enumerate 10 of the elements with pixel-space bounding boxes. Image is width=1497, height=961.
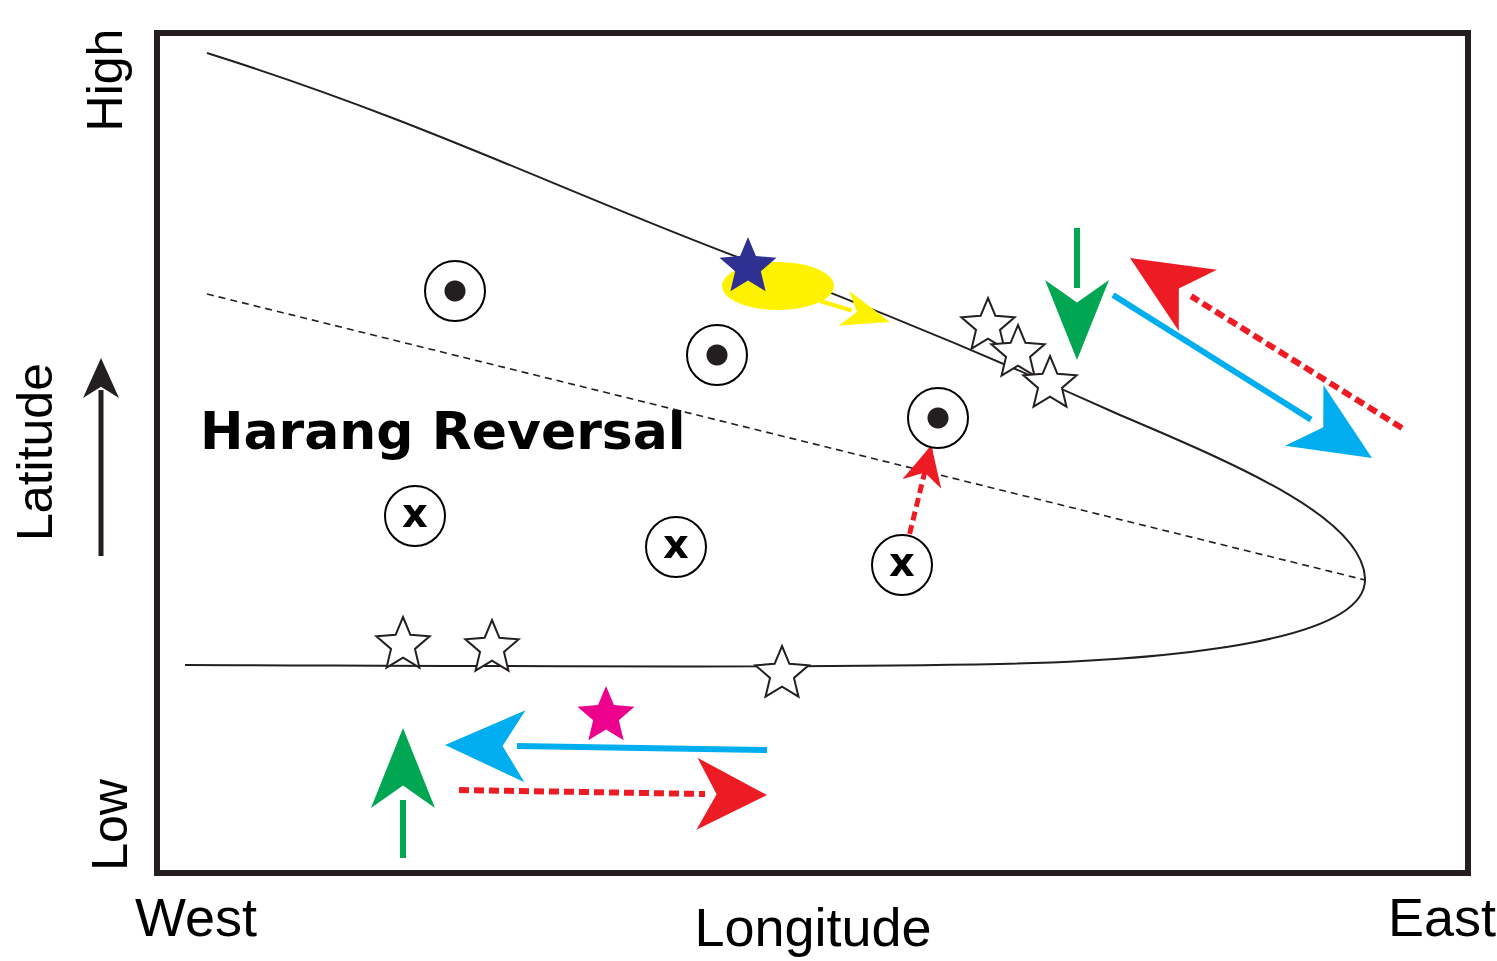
symbol-label: x (889, 542, 915, 582)
axis-end-label: Low (85, 779, 135, 871)
axis-end-label: East (1388, 890, 1497, 944)
arrow (902, 445, 942, 535)
axis-title: Latitude (10, 363, 60, 541)
symbol-label: x (663, 524, 689, 564)
axis-end-label: West (135, 890, 258, 944)
crossed-circle-symbol (384, 485, 446, 547)
symbol-label: x (402, 493, 428, 533)
axis-end-label: High (80, 28, 130, 132)
